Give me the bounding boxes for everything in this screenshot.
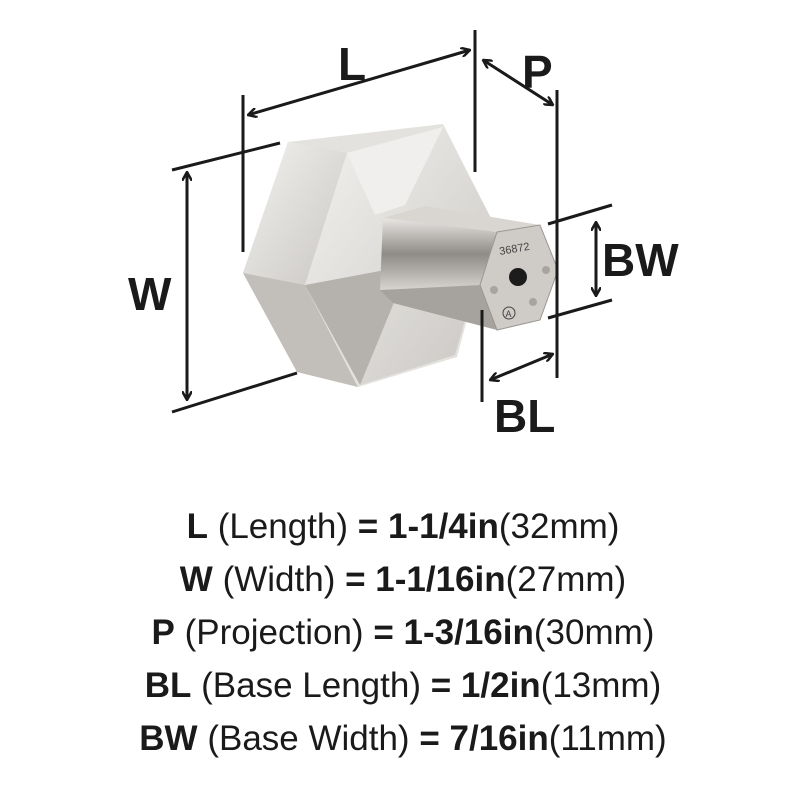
spec-code: L: [186, 507, 208, 546]
p-dimension-arrow: [483, 60, 553, 105]
spec-metric: (27mm): [505, 560, 627, 599]
l-dimension-arrow: [248, 50, 470, 115]
spec-imperial: 1-3/16in: [403, 613, 534, 652]
spec-base-width: BW (Base Width) = 7/16in(11mm): [0, 712, 806, 765]
spec-base-length: BL (Base Length) = 1/2in(13mm): [0, 659, 806, 712]
spec-equals: =: [345, 560, 366, 599]
spec-metric: (13mm): [540, 666, 662, 705]
part-letter-marking: A: [506, 309, 512, 319]
spec-code: BW: [139, 719, 198, 758]
spec-imperial: 1/2in: [460, 666, 541, 705]
spec-metric: (11mm): [548, 719, 667, 758]
spec-length: L (Length) = 1-1/4in(32mm): [0, 500, 806, 553]
spec-code: P: [151, 613, 175, 652]
spec-name: (Base Width): [207, 719, 410, 758]
spec-name: (Length): [217, 507, 349, 546]
spec-name: (Base Length): [201, 666, 421, 705]
spec-code: BL: [144, 666, 192, 705]
part-number-marking: 36872: [498, 241, 530, 258]
w-extension-top: [171, 141, 281, 172]
bw-extension-bottom: [547, 298, 613, 320]
label-bw: BW: [602, 234, 679, 286]
spec-equals: =: [357, 507, 379, 546]
dimension-lines: [171, 30, 613, 414]
spec-name: (Projection): [184, 613, 364, 652]
spec-metric: (32mm): [498, 507, 620, 546]
knob-image: 36872 A: [243, 124, 559, 387]
spec-imperial: 1-1/16in: [375, 560, 506, 599]
dimension-specs: L (Length) = 1-1/4in(32mm) W (Width) = 1…: [0, 500, 806, 765]
label-w: W: [128, 268, 172, 320]
spec-projection: P (Projection) = 1-3/16in(30mm): [0, 606, 806, 659]
spec-metric: (30mm): [533, 613, 655, 652]
spec-name: (Width): [222, 560, 336, 599]
label-bl: BL: [494, 390, 555, 442]
knob-dimension-diagram: 36872 A L P W BW BL: [128, 30, 679, 442]
mounting-hole-icon: [509, 268, 527, 286]
label-l: L: [338, 38, 366, 90]
spec-equals: =: [430, 666, 452, 705]
spec-code: W: [179, 560, 213, 599]
w-extension-bottom: [171, 371, 298, 414]
bw-extension-top: [547, 203, 613, 226]
label-p: P: [522, 46, 553, 98]
spec-width: W (Width) = 1-1/16in(27mm): [0, 553, 806, 606]
bl-dimension-arrow: [490, 354, 553, 380]
spec-equals: =: [419, 719, 440, 758]
spec-imperial: 7/16in: [449, 719, 549, 758]
spec-imperial: 1-1/4in: [387, 507, 499, 546]
spec-equals: =: [373, 613, 394, 652]
